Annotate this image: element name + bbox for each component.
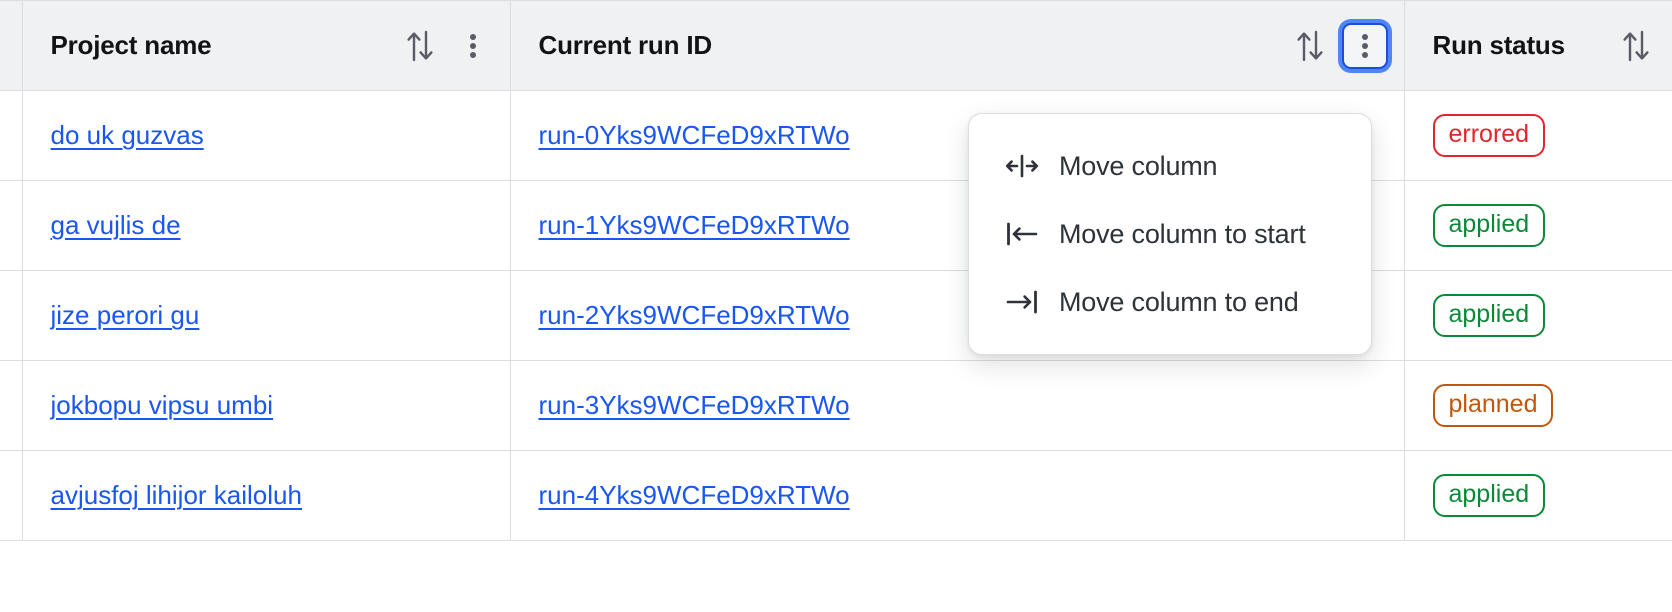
column-header-run-status[interactable]: Run status bbox=[1404, 0, 1672, 91]
project-name-link[interactable]: ga vujlis de bbox=[50, 210, 181, 240]
row-select-cell[interactable] bbox=[0, 270, 23, 361]
menu-item-move-column-to-start[interactable]: Move column to start bbox=[969, 200, 1371, 268]
sort-updown-icon[interactable] bbox=[400, 26, 440, 66]
table-body: do uk guzvas run-0Yks9WCFeD9xRTWo errore… bbox=[0, 90, 1672, 541]
project-name-link[interactable]: jize perori gu bbox=[50, 300, 200, 330]
status-badge: errored bbox=[1432, 114, 1546, 157]
projects-table: Project name bbox=[0, 0, 1672, 541]
project-name-link[interactable]: jokbopu vipsu umbi bbox=[50, 390, 274, 420]
move-column-to-start-icon bbox=[1005, 219, 1039, 249]
run-id-link[interactable]: run-2Yks9WCFeD9xRTWo bbox=[538, 300, 850, 330]
status-badge: applied bbox=[1432, 204, 1546, 247]
run-id-link[interactable]: run-1Yks9WCFeD9xRTWo bbox=[538, 210, 850, 240]
cell-run-status: errored bbox=[1404, 90, 1672, 181]
table-header: Project name bbox=[0, 0, 1672, 91]
menu-item-move-column-to-end-label: Move column to end bbox=[1059, 286, 1299, 317]
row-select-cell[interactable] bbox=[0, 450, 23, 541]
column-context-menu: Move column Move column to start Mov bbox=[968, 113, 1372, 355]
kebab-vertical-icon bbox=[1361, 31, 1368, 61]
cell-project-name: avjusfoj lihijor kailoluh bbox=[22, 450, 511, 541]
column-header-current-run-id-tools bbox=[1290, 22, 1388, 69]
table-row[interactable]: jize perori gu run-2Yks9WCFeD9xRTWo appl… bbox=[0, 270, 1672, 361]
move-column-to-end-icon bbox=[1005, 287, 1039, 317]
table-row[interactable]: ga vujlis de run-1Yks9WCFeD9xRTWo applie… bbox=[0, 180, 1672, 271]
kebab-vertical-icon bbox=[469, 31, 476, 61]
column-menu-button-current-run-id[interactable] bbox=[1341, 22, 1388, 69]
run-id-link[interactable]: run-3Yks9WCFeD9xRTWo bbox=[538, 390, 850, 420]
column-menu-button-project-name[interactable] bbox=[452, 25, 494, 67]
menu-item-move-column[interactable]: Move column bbox=[969, 132, 1371, 200]
cell-current-run-id: run-3Yks9WCFeD9xRTWo bbox=[510, 360, 1405, 451]
status-badge: applied bbox=[1432, 294, 1546, 337]
status-badge: planned bbox=[1432, 384, 1554, 427]
column-header-current-run-id[interactable]: Current run ID bbox=[510, 0, 1405, 91]
column-header-project-name[interactable]: Project name bbox=[22, 0, 511, 91]
cell-project-name: ga vujlis de bbox=[22, 180, 511, 271]
sort-updown-icon[interactable] bbox=[1616, 26, 1656, 66]
cell-run-status: applied bbox=[1404, 270, 1672, 361]
table-header-row: Project name bbox=[0, 0, 1672, 91]
menu-item-move-column-to-end[interactable]: Move column to end bbox=[969, 268, 1371, 336]
project-name-link[interactable]: avjusfoj lihijor kailoluh bbox=[50, 480, 302, 510]
row-select-cell[interactable] bbox=[0, 90, 23, 181]
column-header-run-status-tools bbox=[1616, 26, 1656, 66]
cell-run-status: applied bbox=[1404, 450, 1672, 541]
project-name-link[interactable]: do uk guzvas bbox=[50, 120, 204, 150]
cell-current-run-id: run-4Yks9WCFeD9xRTWo bbox=[510, 450, 1405, 541]
row-select-cell[interactable] bbox=[0, 360, 23, 451]
move-column-icon bbox=[1005, 151, 1039, 181]
menu-item-move-column-label: Move column bbox=[1059, 150, 1218, 181]
column-header-run-status-label: Run status bbox=[1432, 30, 1566, 60]
cell-project-name: jokbopu vipsu umbi bbox=[22, 360, 511, 451]
menu-item-move-column-to-start-label: Move column to start bbox=[1059, 218, 1306, 249]
row-select-cell[interactable] bbox=[0, 180, 23, 271]
run-id-link[interactable]: run-0Yks9WCFeD9xRTWo bbox=[538, 120, 850, 150]
cell-project-name: jize perori gu bbox=[22, 270, 511, 361]
cell-run-status: planned bbox=[1404, 360, 1672, 451]
column-header-select bbox=[0, 0, 23, 91]
cell-project-name: do uk guzvas bbox=[22, 90, 511, 181]
column-header-current-run-id-label: Current run ID bbox=[538, 30, 713, 60]
run-id-link[interactable]: run-4Yks9WCFeD9xRTWo bbox=[538, 480, 850, 510]
cell-run-status: applied bbox=[1404, 180, 1672, 271]
status-badge: applied bbox=[1432, 474, 1546, 517]
table-row[interactable]: jokbopu vipsu umbi run-3Yks9WCFeD9xRTWo … bbox=[0, 360, 1672, 451]
column-header-project-name-label: Project name bbox=[50, 30, 212, 60]
table-row[interactable]: avjusfoj lihijor kailoluh run-4Yks9WCFeD… bbox=[0, 450, 1672, 541]
table-row[interactable]: do uk guzvas run-0Yks9WCFeD9xRTWo errore… bbox=[0, 90, 1672, 181]
column-header-project-name-tools bbox=[400, 25, 494, 67]
sort-updown-icon[interactable] bbox=[1290, 26, 1330, 66]
